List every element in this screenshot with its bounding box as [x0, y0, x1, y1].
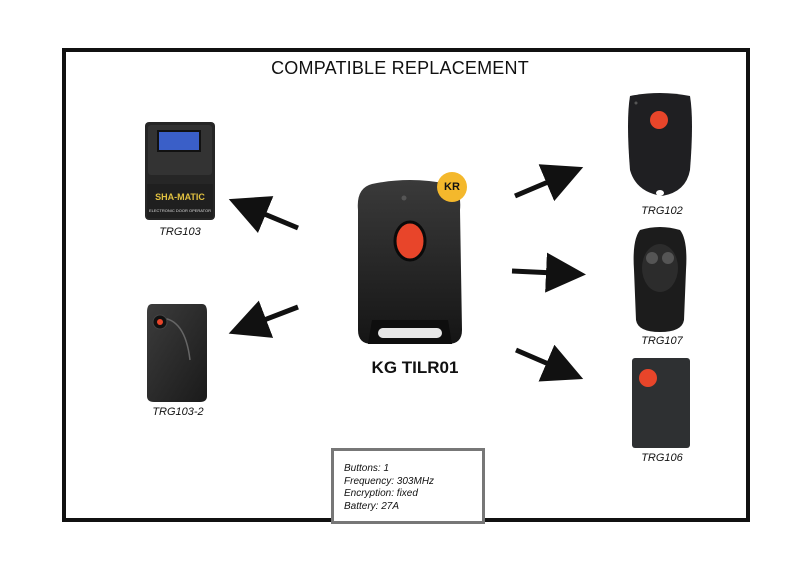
trg103-2-label: TRG103-2	[152, 406, 204, 418]
brand-badge-icon: KR	[437, 172, 467, 202]
main-remote-image	[357, 180, 462, 344]
trg103-2-remote-image	[147, 304, 207, 402]
trg106-remote-image	[632, 358, 690, 448]
specs-box: Buttons: 1 Frequency: 303MHz Encryption:…	[331, 448, 485, 524]
trg106-label: TRG106	[641, 452, 683, 464]
spec-buttons: Buttons: 1	[344, 463, 390, 474]
arrow-to-trg106	[515, 344, 584, 382]
arrow-to-trg107	[511, 252, 586, 293]
spec-frequency: Frequency: 303MHz	[344, 475, 435, 487]
trg103-label: TRG103	[159, 226, 201, 238]
trg103-remote-image: SHA-MATIC ELECTRONIC DOOR OPERATOR	[145, 122, 215, 220]
trg103-screen-text: SHA-MATIC	[155, 192, 205, 202]
arrow-to-trg103-2	[228, 300, 299, 338]
trg102-remote-image	[628, 93, 692, 196]
trg103-sub-text: ELECTRONIC DOOR OPERATOR	[149, 208, 211, 213]
trg107-label: TRG107	[641, 335, 683, 347]
spec-encryption: Encryption: fixed	[344, 488, 418, 499]
arrow-to-trg103	[228, 196, 299, 233]
trg102-label: TRG102	[641, 205, 683, 217]
spec-battery: Battery: 27A	[344, 500, 400, 512]
page-title: COMPATIBLE REPLACEMENT	[271, 58, 529, 78]
arrow-to-trg102	[514, 164, 584, 202]
trg107-remote-image	[633, 227, 687, 332]
brand-badge-text: KR	[444, 181, 460, 193]
main-product-label: KG TILR01	[371, 358, 459, 377]
